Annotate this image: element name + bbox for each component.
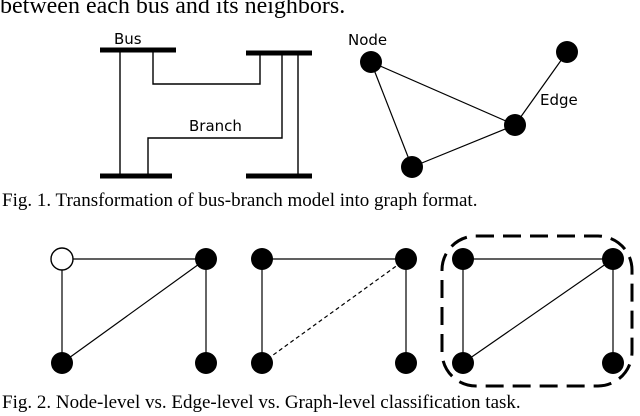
graph-node (51, 352, 73, 374)
graph-edge-left (370, 61, 413, 168)
graph-node (395, 352, 417, 374)
branch-label: Branch (189, 117, 242, 135)
graph-node (395, 248, 417, 270)
graph-node (195, 248, 217, 270)
graph-node (401, 156, 423, 178)
graph-node (251, 248, 273, 270)
intro-text: between each bus and its neighbors. (0, 0, 346, 19)
graph-node (602, 352, 624, 374)
branch-line-upper (152, 50, 261, 85)
graph-edge-bottom (411, 124, 516, 168)
graph-diagram (360, 41, 578, 178)
bus-branch-diagram (100, 47, 312, 179)
highlighted-dashed-edge (261, 258, 407, 364)
graph-node (452, 352, 474, 374)
figure-1: Bus Branch Node Edge (100, 30, 578, 179)
graph-edge (61, 258, 207, 364)
graph-node (251, 352, 273, 374)
node-label: Node (348, 31, 387, 49)
graph-edge (462, 258, 614, 364)
highlighted-node (50, 247, 74, 271)
branch-line-lower (147, 53, 283, 176)
graph-edge-top-right (370, 61, 516, 126)
graph-node (360, 51, 382, 73)
edge-label: Edge (540, 91, 578, 109)
graph-node (504, 114, 526, 136)
node-level-graph (50, 247, 217, 374)
graph-selection-outline (440, 234, 634, 388)
figure-2-caption: Fig. 2. Node-level vs. Edge-level vs. Gr… (2, 392, 521, 413)
bus-label: Bus (114, 30, 142, 48)
graph-edge-right (514, 51, 568, 126)
graph-level-graph (440, 234, 634, 388)
graph-node (195, 352, 217, 374)
figure-1-caption: Fig. 1. Transformation of bus-branch mod… (2, 190, 478, 211)
graph-node (556, 41, 578, 63)
graph-node (452, 248, 474, 270)
graph-node (602, 248, 624, 270)
edge-level-graph (251, 248, 417, 374)
